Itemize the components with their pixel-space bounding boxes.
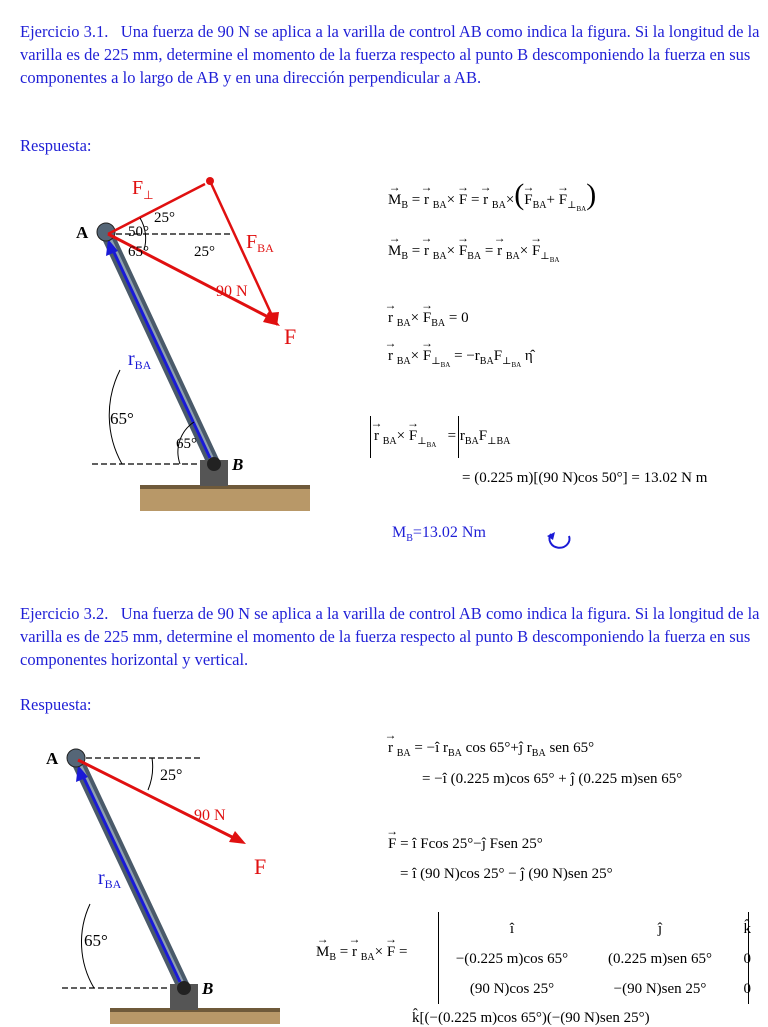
respuesta-label-1: Respuesta: [20,136,92,155]
det-cell: (90 N)cos 25° [469,980,555,997]
exercise-3-1-title: Ejercicio 3.1. [20,22,109,41]
ex2-equation-1b: = −î (0.225 m)cos 65° + ĵ (0.225 m)sen 6… [422,771,683,787]
fig1-point-a: A [76,223,89,242]
ground [140,485,310,511]
ex1-equation-1: MB = r BA× F = r BA×(FBA+ F⊥BA) [388,178,596,213]
determinant-matrix: î ĵ k̂ −(0.225 m)cos 65° (0.225 m)sen 65… [440,914,752,1004]
exercise-3-2-title: Ejercicio 3.2. [20,604,109,623]
fig1-force-label: 90 N [216,283,248,300]
fig1-f-perp-label: F⊥ [132,177,154,202]
fig1-point-b: B [231,455,243,474]
fig1-angle-65-top: 65° [128,244,149,260]
det-cell: î [509,920,515,937]
fig1-f-ba-label: FBA [246,231,274,255]
fig1-angle-25-top: 25° [154,210,175,226]
fig2-f-label: F [254,854,266,879]
exercise-3-1-statement: Ejercicio 3.1. Una fuerza de 90 N se apl… [20,20,760,89]
fig2-angle-65: 65° [84,931,108,950]
ex1-equation-4: r BA× F⊥BA = −rBAF⊥BA η̂ [388,348,533,369]
ex1-equation-3: r BA× FBA = 0 [388,310,469,329]
det-cell: 0 [743,980,752,997]
exercise-3-1-text: Una fuerza de 90 N se aplica a la varill… [20,22,760,87]
ex2-determinant-lhs: MB = r BA× F = [316,944,407,963]
figure-3-1: F⊥ FBA F rBA A B 25° 50° 65° 25° 90 N 65… [76,177,310,511]
ex1-equation-5: r BA× F⊥BA = rBAF⊥BA [374,428,510,449]
ex2-equation-1a: r BA = −î rBA cos 65°+ĵ rBA sen 65° [388,740,594,759]
det-cell: 0 [743,950,752,967]
ex1-result: MB=13.02 Nm [392,524,486,545]
fig1-angle-25-bottom: 25° [194,244,215,260]
force-f-vector [107,232,275,322]
ex2-equation-2b: = î (90 N)cos 25° − ĵ (90 N)sen 25° [400,866,613,882]
fig2-rba-label: rBA [98,867,122,891]
respuesta-label-2: Respuesta: [20,695,92,714]
ex2-equation-last: k̂[(−(0.225 m)cos 65°)(−(90 N)sen 25°) [412,1010,650,1026]
fig1-angle-65-right: 65° [176,436,197,452]
ex1-equation-2: MB = r BA× FBA = r BA× F⊥BA [388,243,559,264]
fig2-point-a: A [46,749,59,768]
r-ba-vector-2 [80,773,182,983]
clockwise-arrow-icon [547,532,571,549]
fig1-angle-65-left: 65° [110,409,134,428]
fig1-rba-label: rBA [128,348,152,372]
ex2-equation-2a: F = î Fcos 25°−ĵ Fsen 25° [388,836,543,853]
fig2-force-label: 90 N [194,807,226,824]
force-f-vector-2 [77,758,239,842]
fig1-f-label: F [284,324,296,349]
fig2-point-b: B [201,979,213,998]
ex1-equation-6: = (0.225 m)[(90 N)cos 50°] = 13.02 N m [462,470,708,486]
det-cell: (0.225 m)sen 65° [608,950,712,967]
exercise-3-2-statement: Ejercicio 3.2. Una fuerza de 90 N se apl… [20,602,760,671]
figure-3-2: A B 25° 90 N F rBA 65° [46,748,280,1024]
exercise-3-2-text: Una fuerza de 90 N se aplica a la varill… [20,604,760,669]
det-cell: −(90 N)sen 25° [613,980,707,997]
det-cell: −(0.225 m)cos 65° [455,950,569,967]
det-cell: ĵ [657,920,663,937]
fig2-angle-25: 25° [160,767,182,784]
det-cell: k̂ [743,920,752,937]
r-ba-vector [110,247,212,459]
fig1-angle-50: 50° [128,224,149,240]
